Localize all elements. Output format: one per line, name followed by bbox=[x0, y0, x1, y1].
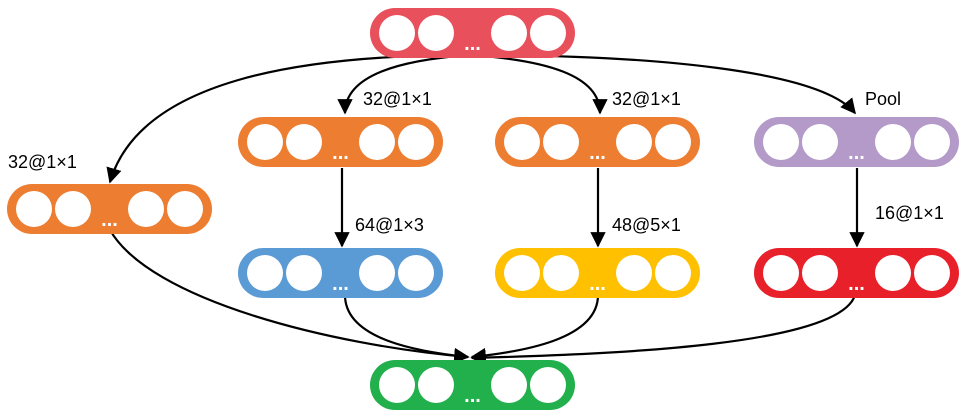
ellipsis: ... bbox=[101, 209, 118, 231]
neuron-circle bbox=[530, 15, 566, 51]
neuron-circle bbox=[616, 255, 652, 291]
neuron-circle bbox=[55, 191, 91, 227]
neuron-circle bbox=[504, 124, 540, 160]
edge-left-to-output bbox=[109, 229, 470, 364]
node-pill bbox=[7, 184, 212, 234]
neuron-circle bbox=[379, 367, 415, 403]
ellipsis: ... bbox=[464, 33, 481, 55]
node-conv-1x1-pool-proj: ... bbox=[754, 248, 959, 298]
neuron-circle bbox=[398, 124, 434, 160]
neuron-circle bbox=[504, 255, 540, 291]
node-pool: ... bbox=[754, 117, 959, 167]
neuron-circle bbox=[763, 255, 799, 291]
ellipsis: ... bbox=[332, 273, 349, 295]
neuron-circle bbox=[359, 255, 395, 291]
neuron-circle bbox=[530, 367, 566, 403]
neuron-circle bbox=[359, 124, 395, 160]
edge-5x1-to-output bbox=[470, 294, 600, 364]
neuron-circle bbox=[763, 124, 799, 160]
node-conv-1x1-left: ... bbox=[7, 184, 212, 234]
labels: 32@1×1 32@1×1 32@1×1 Pool 64@1×3 48@5×1 … bbox=[8, 89, 944, 235]
ellipsis: ... bbox=[589, 142, 606, 164]
label-left-1x1: 32@1×1 bbox=[8, 152, 77, 172]
node-pill bbox=[238, 117, 443, 167]
ellipsis: ... bbox=[464, 385, 481, 407]
node-pill bbox=[370, 360, 575, 410]
neuron-circle bbox=[875, 124, 911, 160]
node-pill bbox=[754, 248, 959, 298]
neuron-circle bbox=[247, 124, 283, 160]
label-pool-proj: 16@1×1 bbox=[875, 203, 944, 223]
neuron-circle bbox=[491, 367, 527, 403]
label-mid-a-1x1: 32@1×1 bbox=[363, 89, 432, 109]
neuron-circle bbox=[16, 191, 52, 227]
neuron-circle bbox=[286, 255, 322, 291]
edge-1x3-to-output bbox=[343, 294, 470, 364]
label-mid-b-1x1: 32@1×1 bbox=[612, 89, 681, 109]
label-pool: Pool bbox=[865, 89, 901, 109]
node-input: ... bbox=[370, 8, 575, 58]
neuron-circle bbox=[128, 191, 164, 227]
neuron-circle bbox=[379, 15, 415, 51]
neuron-circle bbox=[655, 255, 691, 291]
node-pill bbox=[238, 248, 443, 298]
ellipsis: ... bbox=[589, 273, 606, 295]
neuron-circle bbox=[167, 191, 203, 227]
neuron-circle bbox=[616, 124, 652, 160]
neuron-circle bbox=[914, 124, 950, 160]
edges bbox=[106, 53, 865, 366]
edge-proj-to-output bbox=[470, 294, 857, 366]
neuron-circle bbox=[418, 15, 454, 51]
node-pill bbox=[754, 117, 959, 167]
node-conv-1x3: ... bbox=[238, 248, 443, 298]
ellipsis: ... bbox=[332, 142, 349, 164]
node-pill bbox=[495, 117, 700, 167]
nodes: ........................... bbox=[7, 8, 959, 410]
neuron-circle bbox=[802, 124, 838, 160]
node-output: ... bbox=[370, 360, 575, 410]
neuron-circle bbox=[875, 255, 911, 291]
neuron-circle bbox=[802, 255, 838, 291]
neuron-circle bbox=[418, 367, 454, 403]
ellipsis: ... bbox=[848, 273, 865, 295]
node-conv-5x1: ... bbox=[495, 248, 700, 298]
ellipsis: ... bbox=[848, 142, 865, 164]
neuron-circle bbox=[491, 15, 527, 51]
label-conv-5x1: 48@5×1 bbox=[612, 215, 681, 235]
edge-input-to-mid-b bbox=[469, 53, 608, 115]
neuron-circle bbox=[247, 255, 283, 291]
node-pill bbox=[370, 8, 575, 58]
neuron-circle bbox=[286, 124, 322, 160]
neuron-circle bbox=[543, 124, 579, 160]
node-conv-1x1-mid-b: ... bbox=[495, 117, 700, 167]
neuron-circle bbox=[655, 124, 691, 160]
label-conv-1x3: 64@1×3 bbox=[355, 215, 424, 235]
node-pill bbox=[495, 248, 700, 298]
neuron-circle bbox=[398, 255, 434, 291]
neuron-circle bbox=[914, 255, 950, 291]
neuron-circle bbox=[543, 255, 579, 291]
node-conv-1x1-mid-a: ... bbox=[238, 117, 443, 167]
